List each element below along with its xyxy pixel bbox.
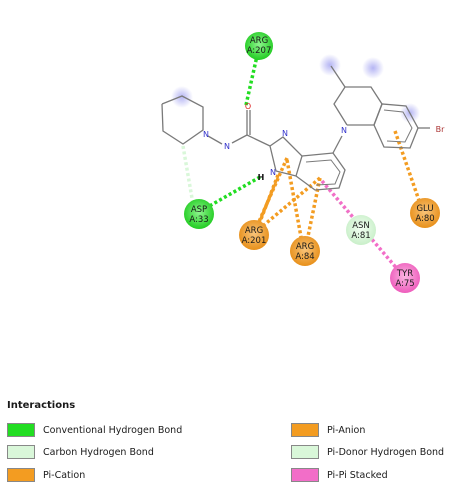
residue-number: A:81 bbox=[351, 231, 370, 241]
legend-item-pi-cation: Pi-Cation bbox=[7, 467, 85, 483]
legend-item-conventional-hbond: Conventional Hydrogen Bond bbox=[7, 422, 182, 438]
residue-name: TYR bbox=[396, 269, 413, 279]
legend-swatch bbox=[291, 423, 319, 437]
residue-name: ARG bbox=[245, 226, 263, 236]
legend-swatch bbox=[291, 445, 319, 459]
bromine-atom: Br bbox=[436, 125, 445, 134]
legend-title: Interactions bbox=[7, 400, 76, 411]
pi-cation-arg201-a bbox=[252, 157, 289, 234]
residue-name: ARG bbox=[250, 36, 268, 46]
legend-label: Pi-Anion bbox=[327, 424, 366, 436]
legend-item-pi-donor-hbond: Pi-Donor Hydrogen Bond bbox=[291, 444, 444, 460]
carbon-hbond-asp33 bbox=[181, 145, 195, 205]
legend-label: Pi-Cation bbox=[43, 469, 86, 481]
imidazole-nitrogen: N bbox=[282, 129, 288, 138]
legend-swatch bbox=[7, 423, 35, 437]
legend-label: Pi-Pi Stacked bbox=[327, 469, 388, 481]
piperidine-nitrogen: N bbox=[203, 130, 209, 139]
imidazole-nh-nitrogen: N bbox=[270, 168, 276, 177]
legend-item-pi-anion: Pi-Anion bbox=[291, 422, 365, 438]
pi-cation-arg84-a bbox=[285, 159, 305, 249]
diagram-canvas: O N N N N H N Br ARG A:207 ASP A:33 ARG … bbox=[161, 32, 445, 293]
residue-asn81[interactable]: ASN A:81 bbox=[346, 215, 376, 245]
legend-label: Conventional Hydrogen Bond bbox=[43, 424, 183, 436]
ligand-structure bbox=[161, 65, 430, 191]
residue-name: ASN bbox=[352, 221, 370, 231]
residue-arg201[interactable]: ARG A:201 bbox=[239, 220, 269, 250]
residue-number: A:207 bbox=[247, 46, 272, 56]
quinoline-nitrogen: N bbox=[341, 126, 347, 135]
interactions-legend: Interactions Conventional Hydrogen Bond … bbox=[0, 396, 470, 493]
residue-number: A:80 bbox=[415, 214, 434, 224]
residue-arg84[interactable]: ARG A:84 bbox=[290, 236, 320, 266]
legend-swatch bbox=[7, 445, 35, 459]
residue-name: GLU bbox=[416, 204, 433, 214]
hydrazide-nitrogen: N bbox=[224, 142, 230, 151]
residue-number: A:201 bbox=[242, 236, 267, 246]
residue-number: A:84 bbox=[295, 252, 314, 262]
oxygen-atom: O bbox=[245, 102, 251, 111]
atom-halos bbox=[171, 54, 420, 123]
residue-name: ARG bbox=[296, 242, 314, 252]
residue-number: A:33 bbox=[189, 215, 208, 225]
hydrogen-atom: H bbox=[258, 173, 265, 182]
legend-item-pi-pi-stacked: Pi-Pi Stacked bbox=[291, 467, 388, 483]
legend-label: Pi-Donor Hydrogen Bond bbox=[327, 446, 445, 458]
residue-asp33[interactable]: ASP A:33 bbox=[184, 199, 214, 229]
residue-glu80[interactable]: GLU A:80 bbox=[410, 198, 440, 228]
residue-number: A:75 bbox=[395, 279, 414, 289]
pi-pi-tyr75 bbox=[320, 179, 407, 280]
interaction-diagram: O N N N N H N Br ARG A:207 ASP A:33 ARG … bbox=[161, 32, 445, 293]
residue-arg207[interactable]: ARG A:207 bbox=[245, 32, 273, 60]
residue-name: ASP bbox=[191, 205, 207, 215]
atom-labels: O N N N N H N Br bbox=[203, 102, 445, 182]
legend-item-carbon-hbond: Carbon Hydrogen Bond bbox=[7, 444, 154, 460]
legend-swatch bbox=[291, 468, 319, 482]
residue-tyr75[interactable]: TYR A:75 bbox=[390, 263, 420, 293]
legend-label: Carbon Hydrogen Bond bbox=[43, 446, 154, 458]
legend-swatch bbox=[7, 468, 35, 482]
hbond-asp33 bbox=[198, 175, 261, 214]
